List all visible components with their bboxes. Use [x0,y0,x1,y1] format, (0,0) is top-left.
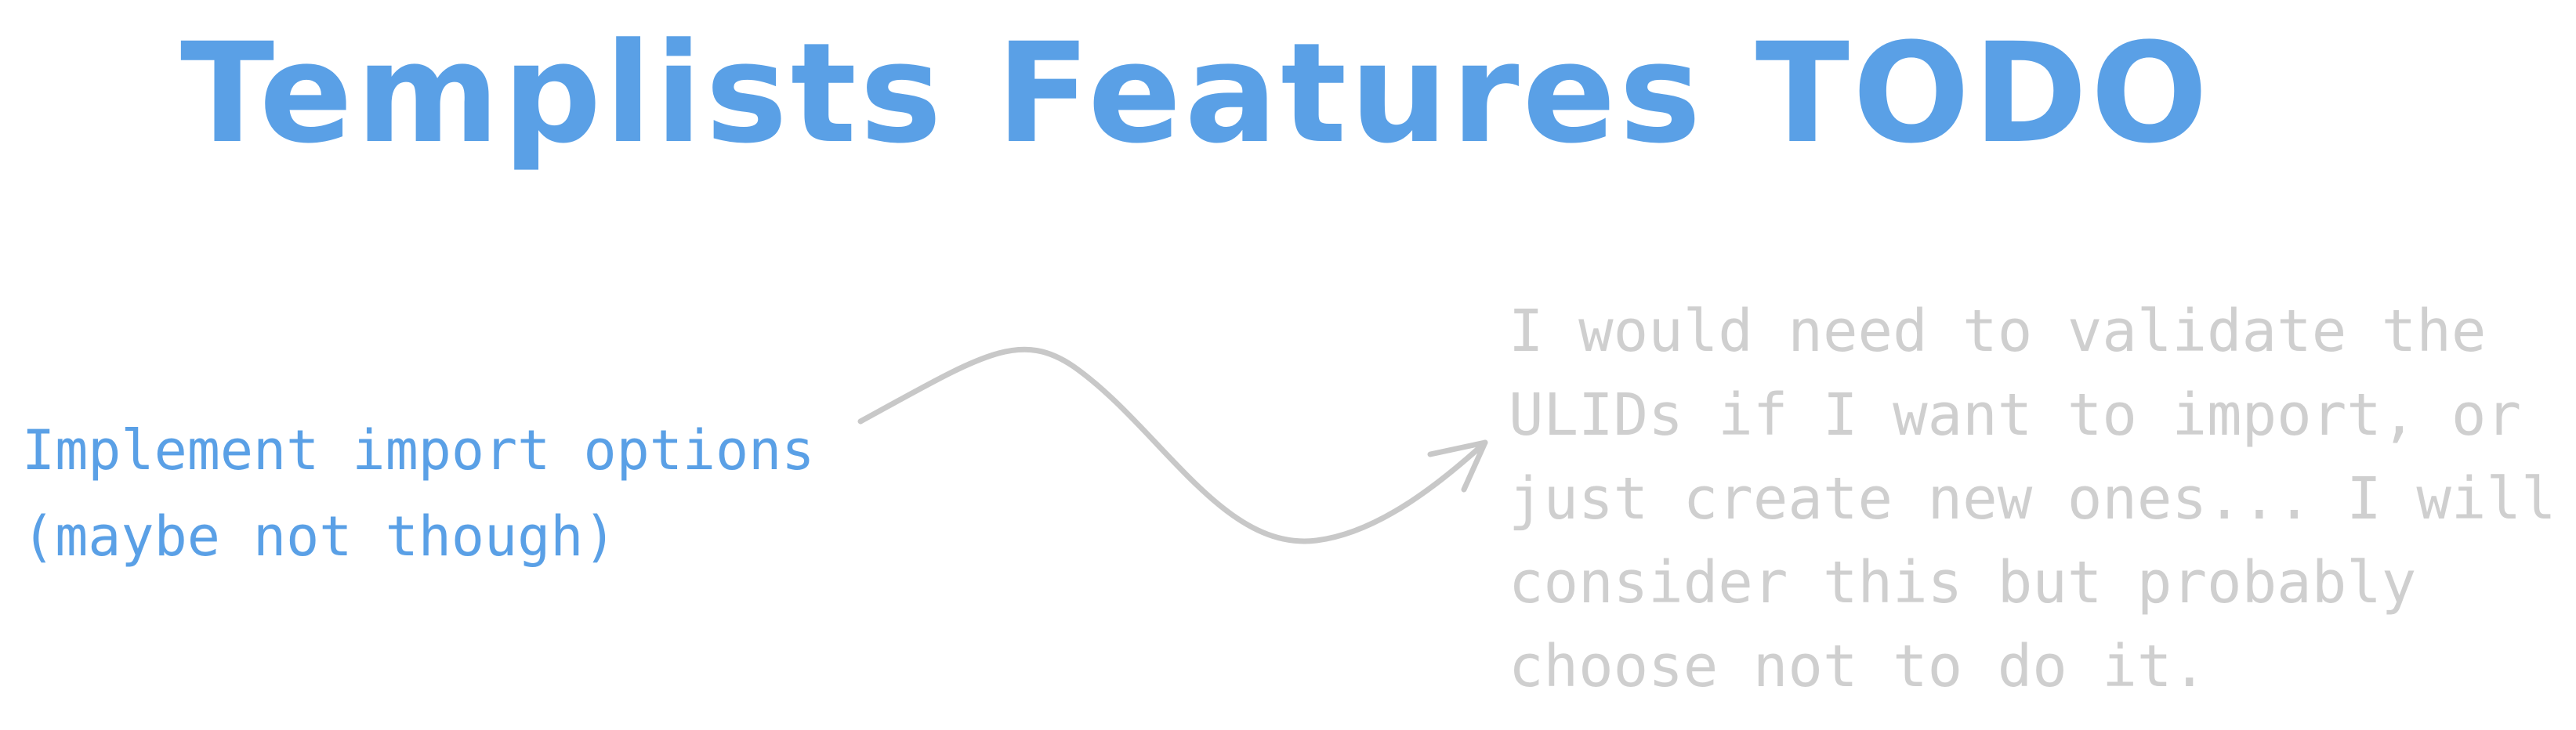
todo-item-note: Implement import options (maybe not thou… [22,407,814,580]
comment-note: I would need to validate the ULIDs if I … [1509,290,2556,709]
comment-line: ULIDs if I want to import, or [1509,381,2522,449]
comment-line: consider this but probably [1509,549,2417,616]
page-title: Templists Features TODO [180,13,2212,174]
comment-line: just create new ones... I will [1509,465,2556,533]
arrow-head-icon [1427,439,1488,493]
todo-item-line: Implement import options [22,418,815,482]
connector-curve [857,346,1488,544]
todo-item-line: (maybe not though) [22,504,617,569]
comment-line: choose not to do it. [1509,633,2208,700]
comment-line: I would need to validate the [1509,298,2487,365]
